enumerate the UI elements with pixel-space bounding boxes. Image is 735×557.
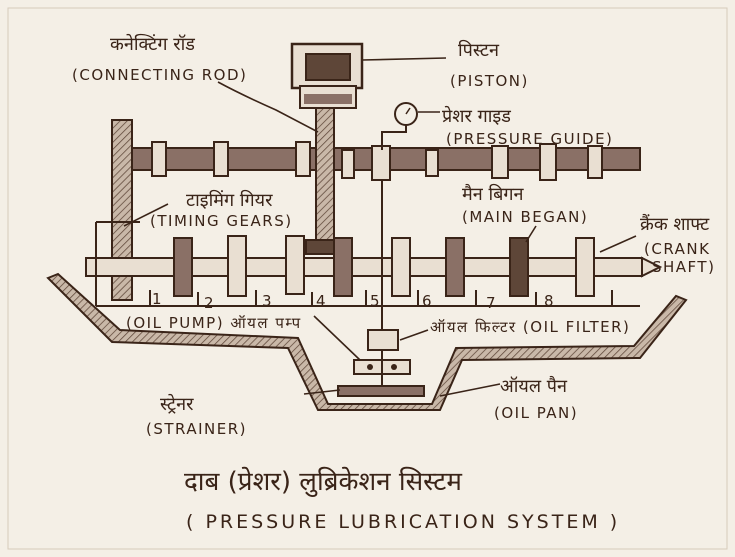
timing-gears-label: (TIMING GEARS) xyxy=(150,212,293,230)
main-began-label: (MAIN BEGAN) xyxy=(462,208,588,226)
piston-label: (PISTON) xyxy=(450,72,529,90)
pressure-guide-label: (PRESSURE GUIDE) xyxy=(446,130,613,148)
diagram-title: ( PRESSURE LUBRICATION SYSTEM ) xyxy=(186,511,620,533)
oil-pump xyxy=(354,350,410,386)
journal-number: 5 xyxy=(370,292,381,310)
connecting-rod xyxy=(306,108,344,254)
pressure-gauge xyxy=(382,103,417,150)
oil-pan-label-hindi: ऑयल पैन xyxy=(500,375,568,397)
piston xyxy=(292,44,362,108)
oil-filter-label: ऑयल फिल्टर (OIL FILTER) xyxy=(430,318,630,336)
diagram-title-hindi: दाब (प्रेशर) लुब्रिकेशन सिस्टम xyxy=(184,466,462,497)
strainer-label: (STRAINER) xyxy=(146,420,247,438)
main-began-label-hindi: मैन बिगन xyxy=(462,183,525,205)
crank-shaft-label-line1: (CRANK xyxy=(644,240,710,258)
strainer-label-hindi: स्ट्रेनर xyxy=(160,393,194,415)
piston-label-hindi: पिस्टन xyxy=(458,39,500,61)
crank-shaft-label-hindi: क्रैंक शाफ्ट xyxy=(640,213,710,235)
pressure-guide-label-hindi: प्रेशर गाइड xyxy=(442,105,511,127)
journal-number: 7 xyxy=(486,294,497,312)
journal-number: 8 xyxy=(544,292,555,310)
strainer xyxy=(338,386,424,396)
connecting-rod-label: (CONNECTING ROD) xyxy=(72,66,247,84)
timing-gears-label-hindi: टाइमिंग गियर xyxy=(186,189,273,211)
journal-number: 1 xyxy=(152,290,163,308)
oil-pump-label: (OIL PUMP) ऑयल पम्प xyxy=(126,314,302,332)
journal-number: 3 xyxy=(262,292,273,310)
crank-shaft-label-line2: SHAFT) xyxy=(652,258,715,276)
journal-number: 6 xyxy=(422,292,433,310)
connecting-rod-label-hindi: कनेक्टिंग रॉड xyxy=(110,33,195,55)
journal-number: 2 xyxy=(204,294,215,312)
crankshaft xyxy=(86,236,660,296)
oil-pan-label: (OIL PAN) xyxy=(494,404,578,422)
journal-number: 4 xyxy=(316,292,327,310)
oil-filter xyxy=(368,330,398,350)
